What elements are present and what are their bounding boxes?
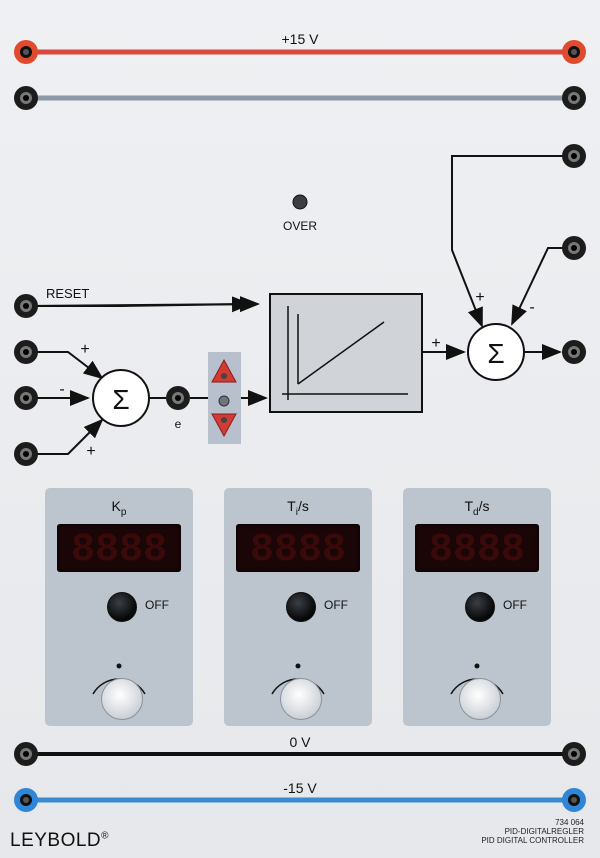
product-info: 734 064 PID-DIGITALREGLER PID DIGITAL CO…	[481, 818, 584, 845]
pid-plus-sign: +	[431, 335, 440, 352]
ti-adjust-knob[interactable]	[280, 678, 322, 720]
td-adjust-knob[interactable]	[459, 678, 501, 720]
over-label: OVER	[283, 219, 317, 233]
output-sum-symbol: Σ	[487, 338, 504, 369]
feed-plus-sign: +	[475, 289, 484, 306]
kp-title: Kp	[111, 498, 127, 518]
td-display: 8888	[415, 524, 539, 573]
ti-off-button[interactable]	[286, 592, 316, 622]
minus15-left-socket[interactable]	[14, 788, 38, 812]
feed-plus-socket[interactable]	[562, 144, 586, 168]
feed-minus-socket[interactable]	[562, 236, 586, 260]
td-off-label: OFF	[503, 598, 527, 612]
feed-minus-sign: -	[529, 299, 534, 316]
td-title: Td/s	[464, 498, 490, 518]
up-arrow-icon[interactable]	[211, 358, 237, 383]
sum-input2-socket[interactable]	[14, 386, 38, 410]
catalog-number: 734 064	[555, 818, 584, 827]
plus15-left-socket[interactable]	[14, 40, 38, 64]
over-led-icon	[292, 194, 308, 210]
input2-minus-sign: -	[59, 381, 64, 398]
zero-right-socket[interactable]	[562, 742, 586, 766]
ti-module: Ti/s 8888 OFF	[224, 488, 372, 726]
td-module: Td/s 8888 OFF	[403, 488, 551, 726]
minus15-label: -15 V	[283, 780, 317, 796]
error-label: e	[175, 417, 182, 431]
ti-title: Ti/s	[287, 498, 309, 518]
down-arrow-icon[interactable]	[211, 413, 237, 438]
plus15-right-socket[interactable]	[562, 40, 586, 64]
reset-input-socket[interactable]	[14, 294, 38, 318]
input3-plus-sign: +	[86, 443, 95, 460]
zero-label: 0 V	[289, 734, 311, 750]
kp-display: 8888	[57, 524, 181, 573]
plus15-label: +15 V	[282, 31, 320, 47]
kp-adjust-knob[interactable]	[101, 678, 143, 720]
controller-output-socket[interactable]	[562, 340, 586, 364]
error-output-socket[interactable]	[166, 386, 190, 410]
product-name-en: PID DIGITAL CONTROLLER	[481, 836, 584, 845]
product-name-de: PID-DIGITALREGLER	[504, 827, 584, 836]
reset-label: RESET	[46, 286, 89, 301]
selector-led-icon	[218, 395, 230, 407]
minus15-right-socket[interactable]	[562, 788, 586, 812]
sum-input1-socket[interactable]	[14, 340, 38, 364]
input-sum-symbol: Σ	[112, 384, 129, 415]
td-off-button[interactable]	[465, 592, 495, 622]
gray-left-socket[interactable]	[14, 86, 38, 110]
brand-logo: LEYBOLD®	[10, 830, 110, 851]
kp-off-label: OFF	[145, 598, 169, 612]
ti-off-label: OFF	[324, 598, 348, 612]
gray-right-socket[interactable]	[562, 86, 586, 110]
sum-input3-socket[interactable]	[14, 442, 38, 466]
ti-display: 8888	[236, 524, 360, 573]
input1-plus-sign: +	[80, 341, 89, 358]
zero-left-socket[interactable]	[14, 742, 38, 766]
kp-module: Kp 8888 OFF	[45, 488, 193, 726]
kp-off-button[interactable]	[107, 592, 137, 622]
